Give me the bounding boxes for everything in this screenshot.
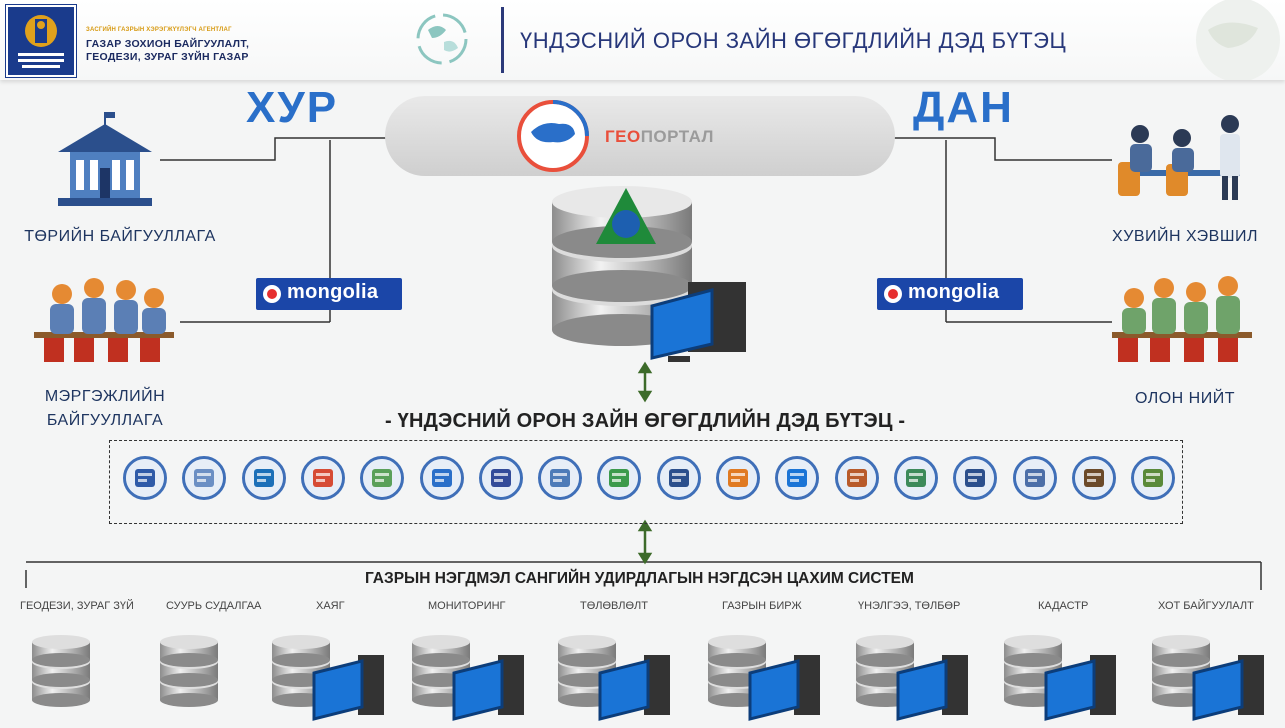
emongolia-e-icon <box>884 285 902 303</box>
private-sector-meeting-icon <box>1118 115 1240 200</box>
emongolia-e-icon <box>263 285 281 303</box>
boundary-icon[interactable] <box>478 456 523 500</box>
computer-icon <box>310 651 390 723</box>
emongolia-label: mongolia <box>287 281 379 303</box>
subsystem-label: ХАЯГ <box>316 600 345 612</box>
water-icon[interactable] <box>241 456 286 500</box>
computer-icon <box>746 651 826 723</box>
central-database-icon <box>552 186 746 362</box>
computer-icon <box>450 651 530 723</box>
agency-name-line2: ГЕОДЕЗИ, ЗУРАГ ЗҮЙН ГАЗАР <box>86 51 249 63</box>
environment-icon[interactable] <box>597 456 642 500</box>
infrastructure-icon[interactable] <box>953 456 998 500</box>
header <box>0 0 1285 80</box>
agency-name-line1: ГАЗАР ЗОХИОН БАЙГУУЛАЛТ, <box>86 38 250 50</box>
pro-org-label: МЭРГЭЖЛИЙН БАЙГУУЛЛАГА <box>20 385 190 433</box>
mountain-icon[interactable] <box>893 456 938 500</box>
subsystem-database-icon[interactable] <box>158 630 220 707</box>
geoportal-label-geo: ГЕО <box>605 127 641 146</box>
khur-brand-logo: ХУР <box>246 83 339 132</box>
emongolia-label: mongolia <box>908 281 1000 303</box>
subsystem-label: ГАЗРЫН БИРЖ <box>722 600 802 612</box>
emongolia-badge-left[interactable]: mongolia <box>256 278 402 310</box>
soil-icon[interactable] <box>1071 456 1116 500</box>
subsystem-label: ҮНЭЛГЭЭ, ТӨЛБӨР <box>858 600 961 612</box>
geodesy-icon[interactable] <box>538 456 583 500</box>
road-cone-icon[interactable] <box>716 456 760 500</box>
computer-icon <box>1042 651 1122 723</box>
computer-icon <box>596 651 676 723</box>
header-divider <box>501 7 504 73</box>
subsystem-label: ХОТ БАЙГУУЛАЛТ <box>1158 600 1254 612</box>
subsystem-label: СУУРЬ СУДАЛГАА <box>166 600 262 612</box>
subsystem-label: ГЕОДЕЗИ, ЗУРАГ ЗҮЙ <box>20 600 134 612</box>
agriculture-icon[interactable] <box>834 456 879 500</box>
government-building-icon <box>58 112 152 206</box>
professional-team-icon <box>34 278 174 362</box>
computer-icon <box>894 651 974 723</box>
land-parcel-icon[interactable] <box>300 456 345 500</box>
geoportal-banner[interactable] <box>385 96 895 176</box>
city-icon[interactable] <box>1012 456 1057 500</box>
agency-name: ГАЗАР ЗОХИОН БАЙГУУЛАЛТ, ГЕОДЕЗИ, ЗУРАГ … <box>86 38 249 64</box>
transport-icon[interactable] <box>419 456 464 500</box>
geoportal-label-portal: ПОРТАЛ <box>640 127 714 146</box>
location-pin-icon[interactable] <box>775 456 820 500</box>
nsdi-section-title: - ҮНДЭСНИЙ ОРОН ЗАЙН ӨГӨГДЛИЙН ДЭД БҮТЭЦ… <box>385 410 906 432</box>
subsystem-label: МОНИТОРИНГ <box>428 600 506 612</box>
subsystem-label: КАДАСТР <box>1038 600 1089 612</box>
system-title: ГАЗРЫН НЭГДМЭЛ САНГИЙН УДИРДЛАГЫН НЭГДСЭ… <box>365 570 914 587</box>
pro-org-label-line1: МЭРГЭЖЛИЙН <box>44 388 166 405</box>
globe-icon <box>1196 0 1280 80</box>
geoportal-logo-icon <box>517 100 589 172</box>
geoportal-label: ГЕОПОРТАЛ <box>605 127 714 147</box>
people-icon[interactable] <box>360 456 405 500</box>
nsdi-layers-box <box>109 440 1183 524</box>
subsystem-database-icon[interactable] <box>30 630 92 707</box>
gov-org-label: ТӨРИЙН БАЙГУУЛЛАГА <box>24 228 216 245</box>
agency-subtitle: ЗАСГИЙН ГАЗРЫН ХЭРЭГЖҮҮЛЭГЧ АГЕНТЛАГ <box>86 27 232 33</box>
agency-logo <box>6 5 76 77</box>
road-icon[interactable] <box>656 456 701 500</box>
subsystem-label: ТӨЛӨВЛӨЛТ <box>580 600 648 612</box>
pro-org-label-line2: БАЙГУУЛЛАГА <box>46 412 164 429</box>
terrain-3d-icon[interactable] <box>1131 456 1176 500</box>
emongolia-badge-right[interactable]: mongolia <box>877 278 1023 310</box>
map-layer-icon[interactable] <box>123 456 167 500</box>
public-label: ОЛОН НИЙТ <box>1134 390 1236 407</box>
private-sector-label: ХУВИЙН ХЭВШИЛ <box>1112 228 1258 245</box>
nsdi-globe-logo-icon <box>416 13 468 65</box>
page-title: ҮНДЭСНИЙ ОРОН ЗАЙН ӨГӨГДЛИЙН ДЭД БҮТЭЦ <box>520 28 1067 53</box>
dan-brand-logo: ДАН <box>913 83 1014 132</box>
buildings-icon[interactable] <box>182 456 227 500</box>
public-people-icon <box>1112 276 1252 362</box>
computer-icon <box>1190 651 1270 723</box>
